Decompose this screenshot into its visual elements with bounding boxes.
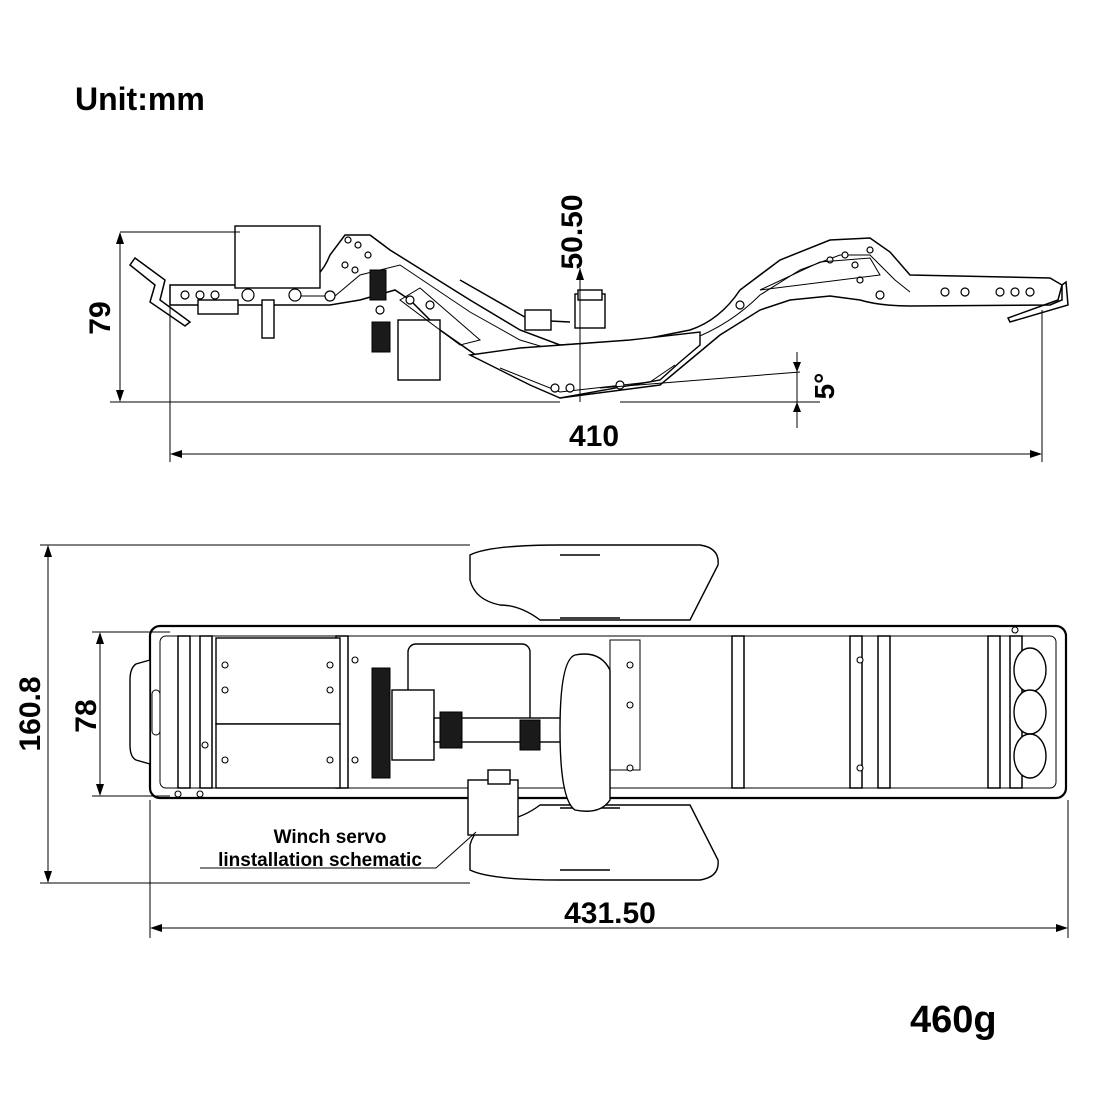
side-cutout-rear — [759, 257, 881, 291]
dim-angle-ray — [599, 371, 801, 389]
side-front-bumper — [128, 256, 192, 327]
top-spur-gear — [371, 667, 391, 779]
dim-1608-arrow-bottom — [44, 871, 52, 883]
dim-79-label: 79 — [84, 301, 117, 334]
side-skid-lower — [499, 364, 676, 393]
side-shaft-joint — [524, 309, 552, 331]
top-front-bumper — [129, 659, 151, 765]
dim-78-arrow-top — [96, 632, 104, 644]
side-spur-gear — [371, 321, 391, 353]
dim-angle-arrow-bottom — [793, 402, 801, 412]
dim-79-arrow-top — [116, 232, 124, 244]
side-frame-rail — [169, 234, 1063, 399]
dim-79-arrow-bottom — [116, 390, 124, 402]
top-servo-box-2 — [215, 723, 341, 789]
top-frame-screws — [174, 626, 1019, 798]
side-servo-horn — [261, 299, 275, 339]
side-axle-cap — [577, 289, 603, 301]
dim-angle-label: 5° — [809, 373, 840, 400]
side-skid-plate — [467, 331, 701, 399]
dim-410-arrow-left — [170, 450, 182, 458]
dim-angle-arrow-top — [793, 362, 801, 372]
weight-label: 460g — [910, 999, 997, 1041]
dim-410-arrow-right — [1030, 450, 1042, 458]
dim-4315-label: 431.50 — [564, 897, 656, 930]
dim-5050-label: 50.50 — [556, 194, 589, 269]
dim-410-label: 410 — [569, 420, 619, 453]
dim-4315-arrow-left — [150, 924, 162, 932]
top-cross-members — [177, 635, 1023, 789]
side-cutout-front — [399, 287, 482, 346]
top-shaft-joint-2 — [519, 719, 541, 751]
side-steering-servo — [234, 225, 321, 289]
dim-78-label: 78 — [70, 699, 103, 732]
side-frame-holes — [180, 236, 1035, 393]
top-shaft-joint-1 — [439, 711, 463, 749]
dim-5050-arrow — [576, 268, 584, 280]
top-axle-link — [609, 639, 641, 771]
top-winch-servo — [467, 779, 519, 836]
callout-line1: Winch servo — [274, 827, 387, 848]
top-view: Winch servo linstallation schematic 160.… — [14, 544, 1069, 938]
callout-line2: linstallation schematic — [218, 850, 422, 871]
side-view: 79 50.50 5° 410 — [84, 194, 1069, 462]
dim-1608-label: 160.8 — [14, 676, 47, 751]
top-axle — [559, 653, 611, 812]
side-motor — [397, 319, 441, 381]
callout-leader — [435, 831, 477, 869]
dim-78-arrow-bottom — [96, 784, 104, 796]
side-rear-bumper — [1006, 280, 1069, 323]
top-servo-box-1 — [215, 637, 341, 725]
dim-4315-arrow-right — [1056, 924, 1068, 932]
unit-label: Unit:mm — [75, 81, 205, 117]
top-winch-servo-top — [487, 769, 511, 785]
dim-1608-arrow-top — [44, 545, 52, 557]
top-rear-wheels — [1013, 647, 1047, 779]
top-bumper-slot — [151, 689, 161, 736]
side-gear-stack — [369, 269, 387, 301]
top-slider-upper — [469, 544, 719, 621]
top-transmission — [391, 689, 435, 761]
side-servo-mount — [197, 299, 239, 315]
